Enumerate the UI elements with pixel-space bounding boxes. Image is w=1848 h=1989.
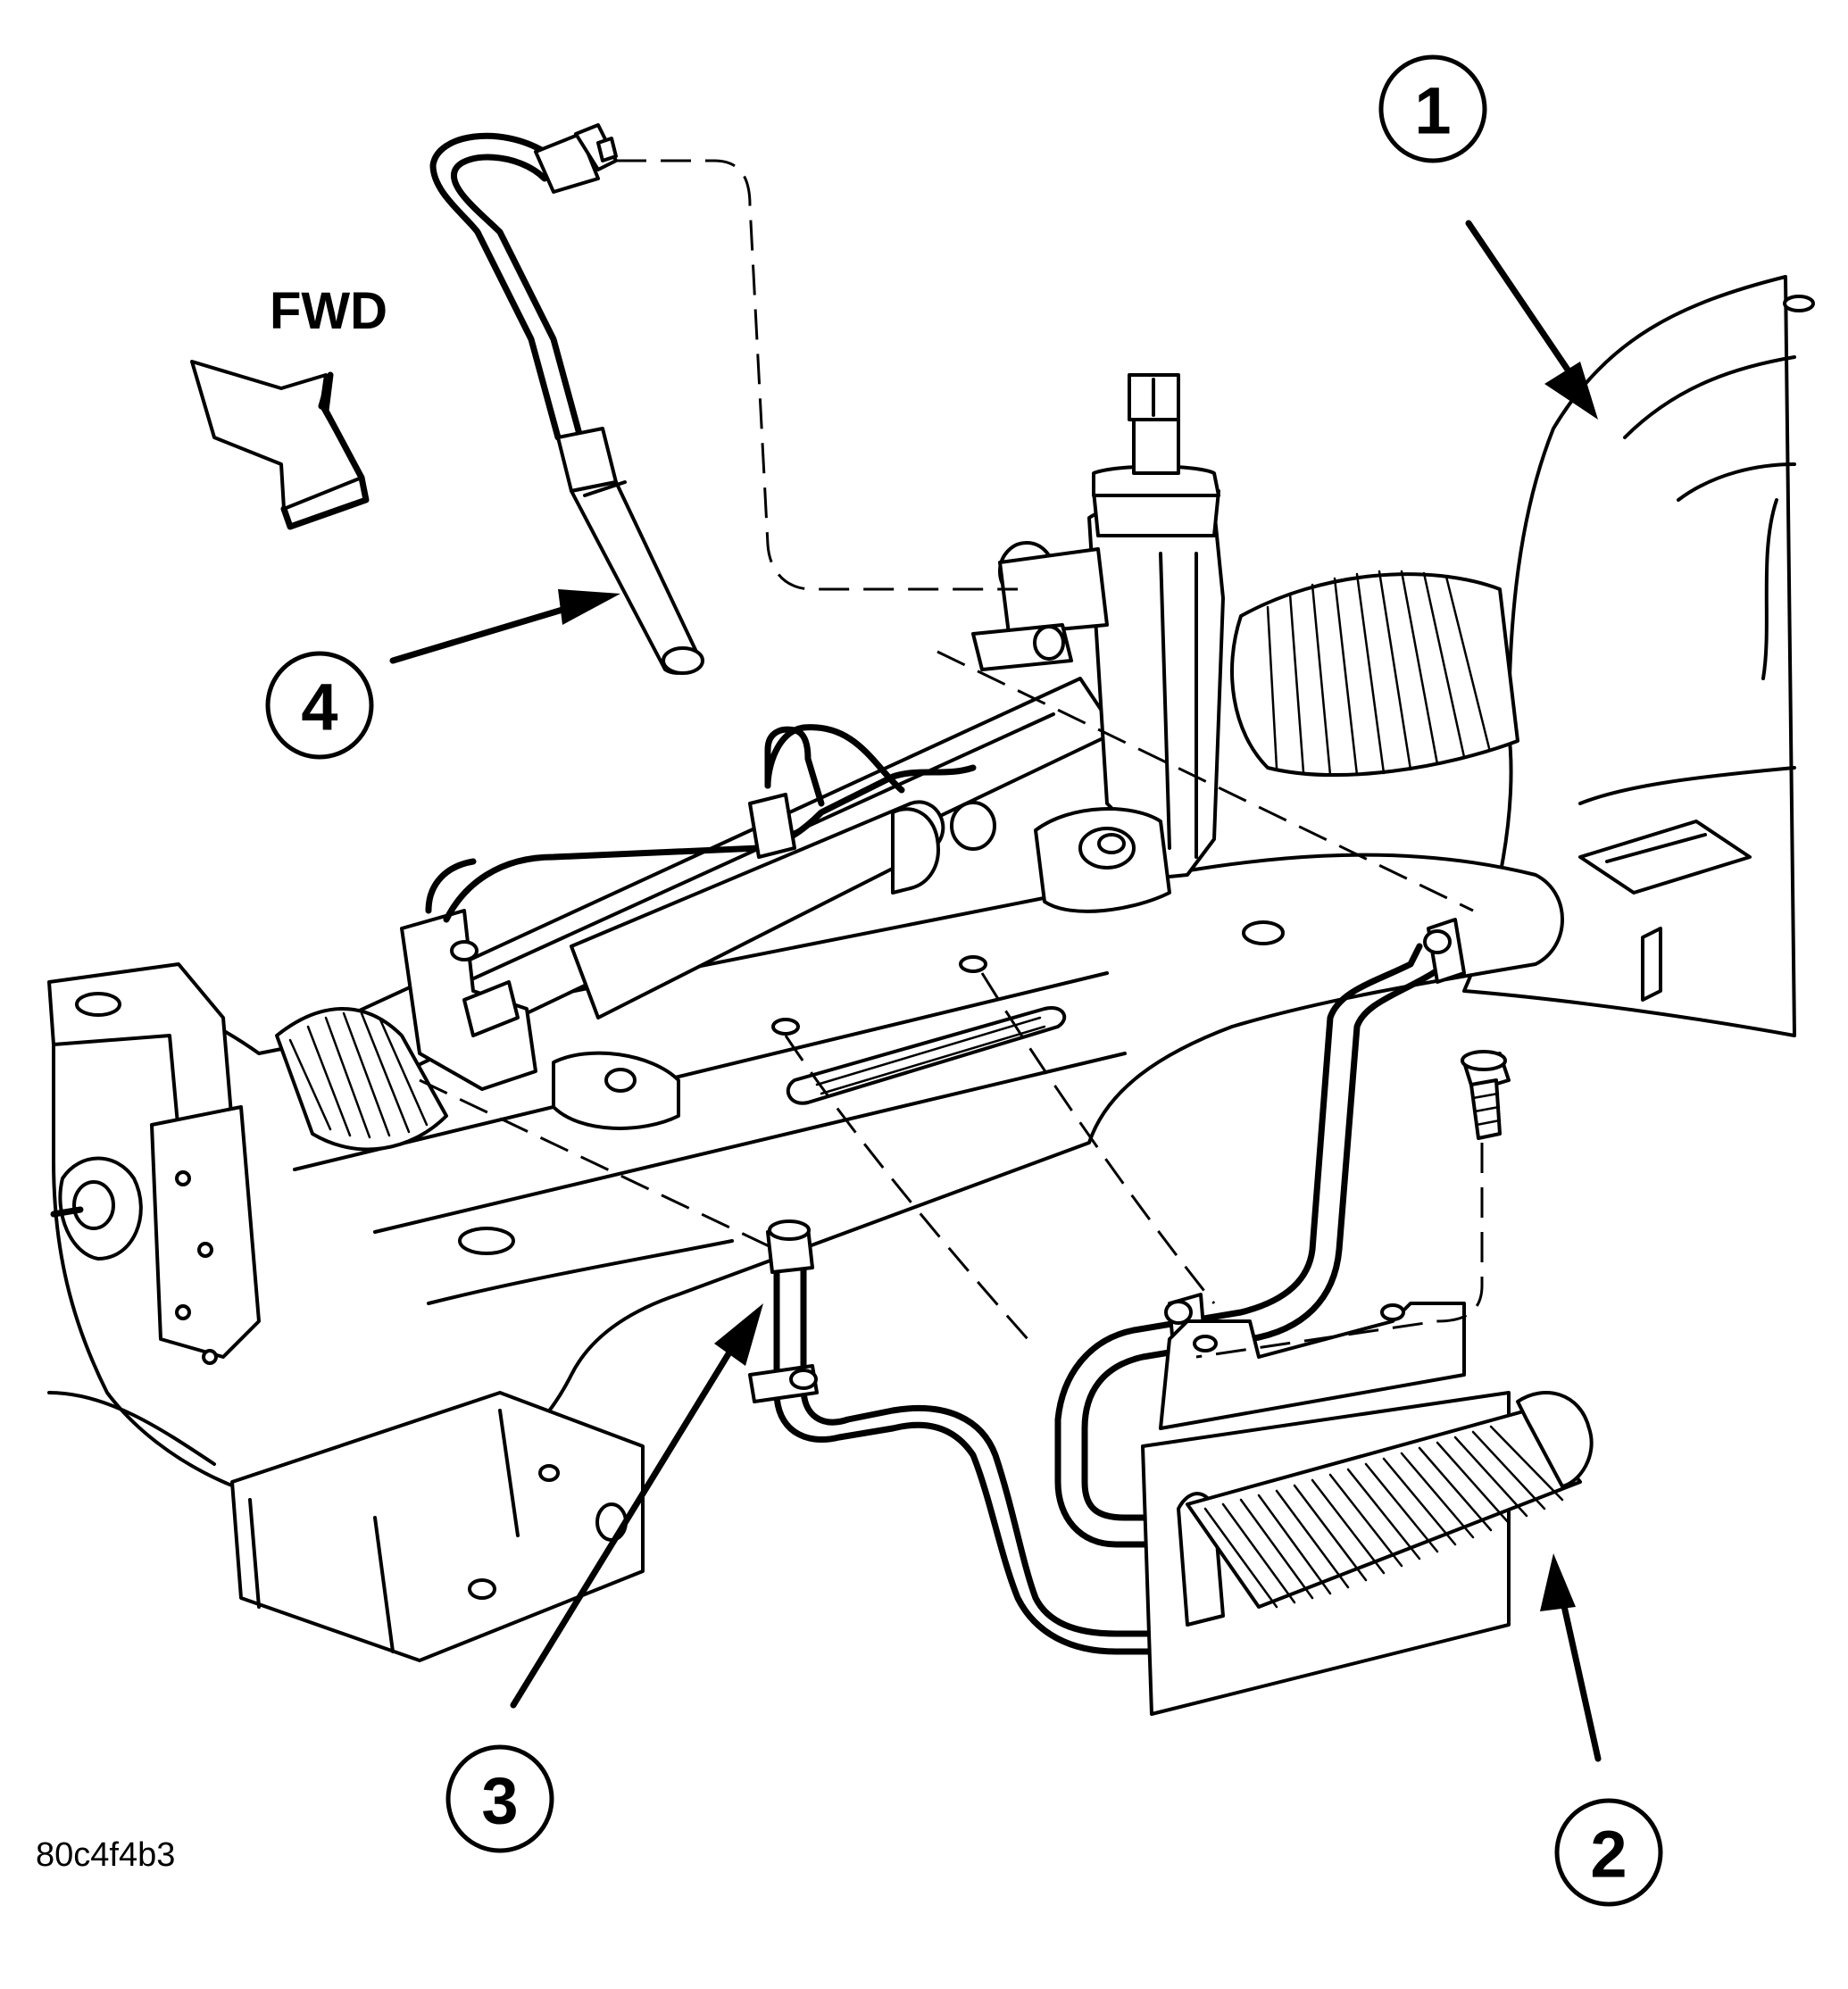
callout-2-label: 2 [1590, 1818, 1627, 1892]
callout-3-label: 3 [481, 1764, 518, 1838]
steering-gear-rack [275, 373, 1519, 1152]
fwd-label: FWD [270, 282, 387, 340]
cooler-supply-line [1054, 918, 1466, 1548]
callout-arrow-1 [1465, 220, 1598, 420]
frame-rail-right [1462, 275, 1815, 1037]
power-steering-cooler [1141, 1302, 1594, 1716]
callout-arrow-2 [1540, 1553, 1602, 1762]
callout-1-label: 1 [1414, 74, 1451, 148]
right-boot [1230, 570, 1519, 778]
callout-2: 2 [1554, 1798, 1663, 1907]
callout-4: 4 [265, 651, 374, 760]
figure-code: 80c4f4b3 [36, 1836, 175, 1874]
valve-body [971, 373, 1225, 881]
frame-rail-left [47, 962, 645, 1662]
callout-1: 1 [1378, 54, 1487, 163]
cooler-mounting-bolt [1461, 1050, 1511, 1140]
forward-direction-arrow [190, 360, 370, 530]
callout-3: 3 [445, 1744, 554, 1853]
callout-arrow-3 [510, 1303, 763, 1709]
left-boot [275, 1007, 448, 1152]
assembly-leader-lines [419, 159, 1484, 1359]
rack-pressure-lines [425, 724, 977, 923]
pressure-hose [429, 123, 704, 675]
front-crossmember [52, 853, 1564, 1512]
return-hose [748, 1219, 1200, 1655]
callout-4-label: 4 [301, 670, 337, 745]
callout-arrow-4 [389, 589, 620, 664]
